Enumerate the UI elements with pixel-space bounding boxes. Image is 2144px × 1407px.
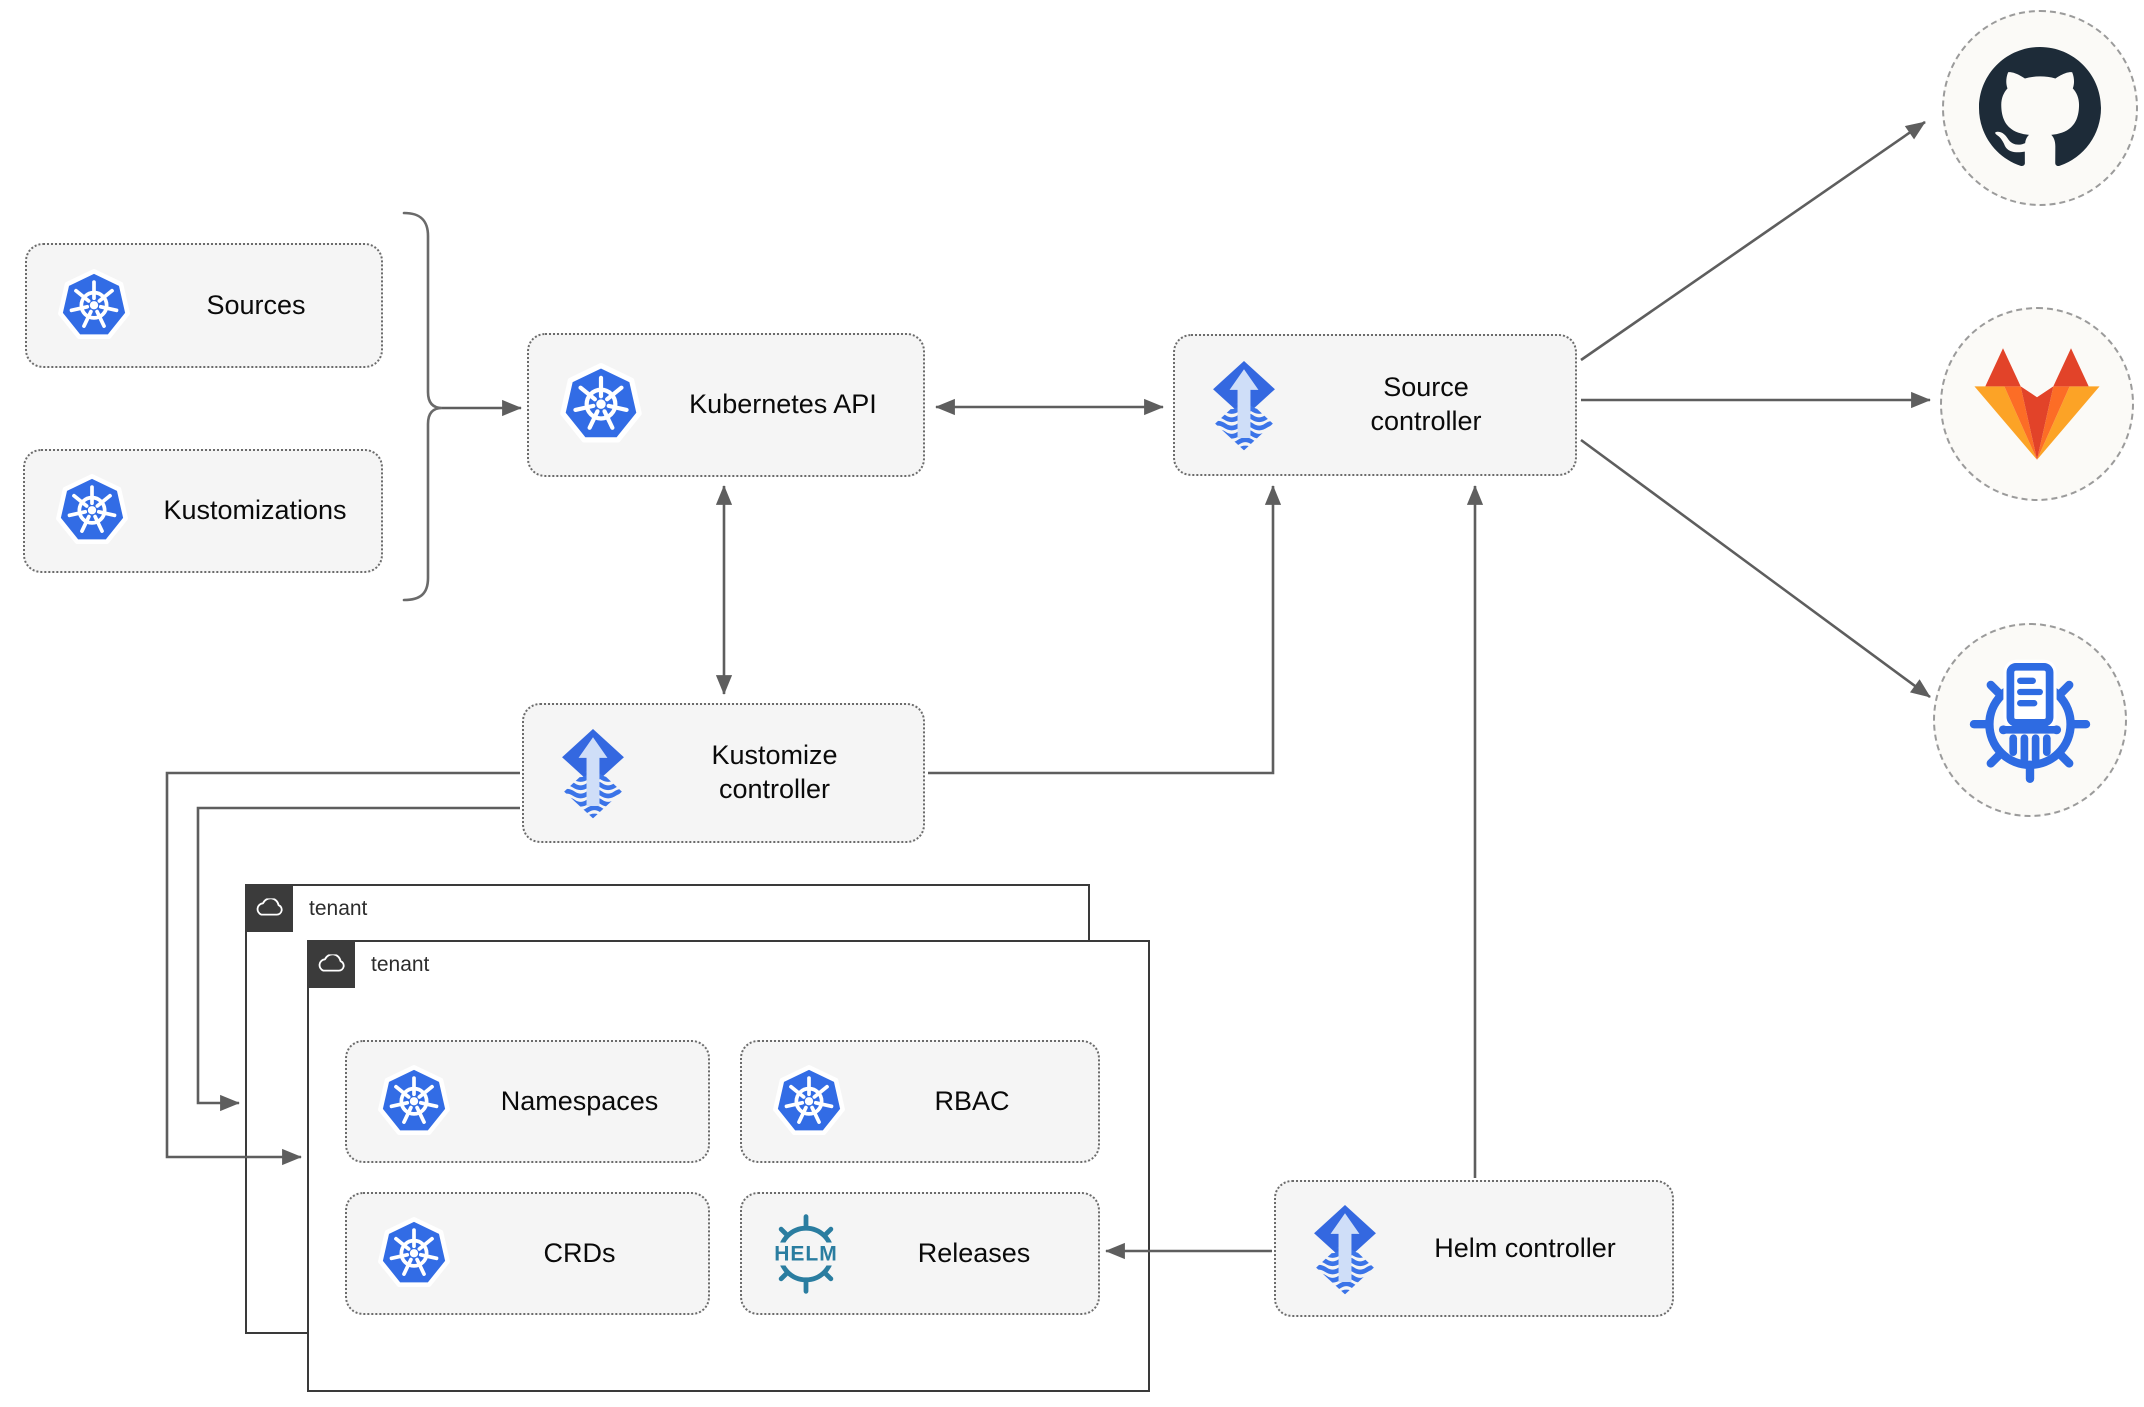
node-releases: HELM Releases [740, 1192, 1100, 1315]
edge-kustomize-source [928, 485, 1282, 775]
node-crds: CRDs [345, 1192, 710, 1315]
node-label: Kustomizations [163, 495, 347, 526]
edge-source-github [1580, 120, 1926, 362]
node-helm-controller: Helm controller [1274, 1180, 1674, 1317]
node-label: Sources [206, 289, 306, 320]
node-label: Kustomize controller [711, 740, 838, 804]
node-kustomizations: Kustomizations [23, 449, 383, 573]
node-kustomize-controller: Kustomize controller [522, 703, 925, 843]
helm-logo-text: HELM [774, 1242, 837, 1265]
kubernetes-icon [377, 1065, 451, 1139]
node-namespaces: Namespaces [345, 1040, 710, 1163]
kubernetes-icon [57, 269, 131, 343]
node-kubernetes-api: Kubernetes API [527, 333, 925, 477]
cloud-icon [254, 898, 284, 918]
flux-icon [1211, 357, 1277, 453]
group-brace [402, 211, 443, 602]
chartmuseum-circle [1933, 623, 2127, 817]
node-source-controller: Source controller [1173, 334, 1577, 476]
node-label: CRDs [543, 1237, 616, 1268]
kubernetes-icon [377, 1217, 451, 1291]
node-label: Releases [917, 1237, 1031, 1268]
node-label: Kubernetes API [689, 389, 877, 420]
kubernetes-icon [772, 1065, 846, 1139]
node-sources: Sources [25, 243, 383, 368]
tenant-header [245, 884, 293, 932]
gitlab-icon [1969, 344, 2105, 464]
tenant-group-front: tenant [307, 940, 1150, 1392]
cloud-icon [316, 954, 346, 974]
kubernetes-icon [559, 363, 643, 447]
edge-source-chartmuseum [1580, 438, 1931, 699]
node-label: Helm controller [1434, 1232, 1616, 1263]
github-icon [1979, 47, 2101, 169]
flux-icon [560, 725, 626, 821]
node-label: RBAC [934, 1085, 1010, 1116]
kubernetes-icon [55, 474, 129, 548]
flux-icon [1312, 1201, 1378, 1297]
tenant-header [307, 940, 355, 988]
tenant-label: tenant [371, 953, 430, 976]
helm-icon: HELM [762, 1213, 850, 1294]
node-label: Namespaces [500, 1085, 659, 1116]
chartmuseum-icon [1960, 650, 2100, 790]
github-circle [1942, 10, 2138, 206]
node-rbac: RBAC [740, 1040, 1100, 1163]
tenant-label: tenant [309, 897, 368, 920]
node-label: Source controller [1370, 372, 1482, 436]
gitlab-circle [1940, 307, 2134, 501]
